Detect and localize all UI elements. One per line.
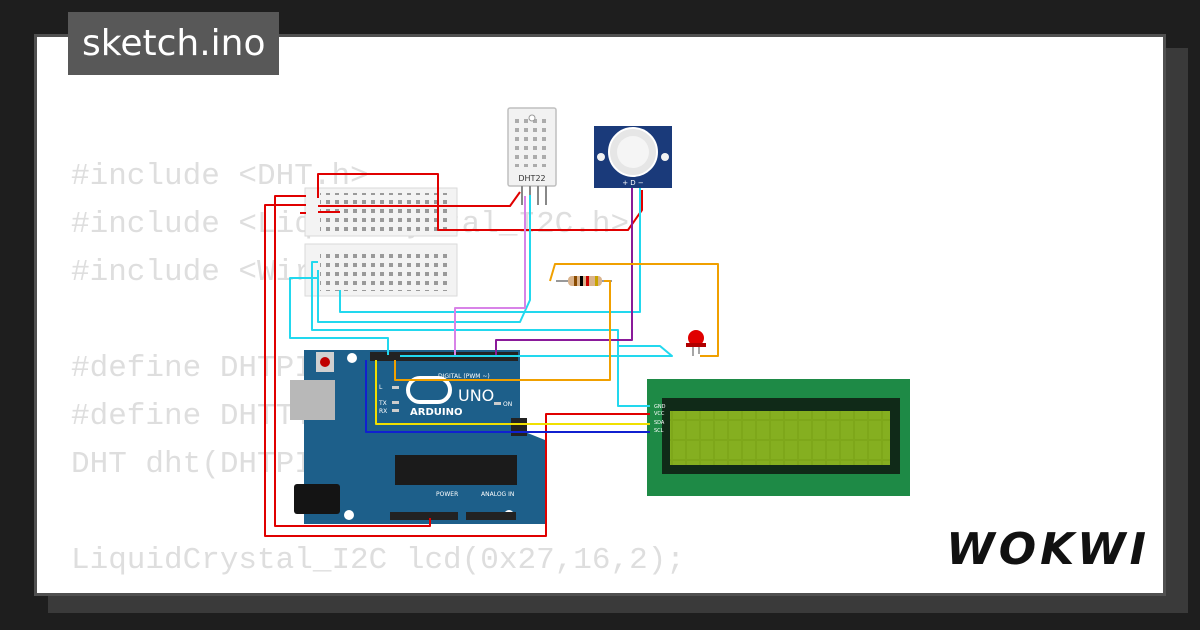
wire-cyan[interactable] [339,188,641,313]
arduino-model: UNO [458,386,494,405]
wire-red[interactable] [264,204,650,537]
wire-red[interactable] [274,195,431,527]
red-led[interactable] [686,330,706,356]
pir-motion-sensor[interactable]: + D − [594,126,672,188]
dht22-sensor[interactable]: DHT22 [507,107,557,205]
wire-yellow[interactable] [375,360,650,425]
lcd-display[interactable]: GND VCC SDA SCL [647,379,910,496]
lcd-pin-scl: SCL [654,428,664,434]
dht22-label: DHT22 [518,174,545,183]
wire-cyan[interactable] [317,195,531,323]
lcd-pin-sda: SDA [654,420,665,426]
code-line: LiquidCrystal_I2C lcd(0x27,16,2); [71,543,685,578]
wire-pink[interactable] [454,196,526,355]
arduino-logo-text: ARDUINO [410,407,462,418]
led-on-label: ON [503,401,512,408]
led-rx-label: RX [379,408,387,415]
lcd-pin-vcc: VCC [654,411,665,417]
wire-cyan[interactable] [311,261,673,357]
resistor[interactable] [556,276,612,286]
breadboard-bottom[interactable] [304,243,458,297]
led-l-label: L [379,384,383,391]
analog-pins-label: ANALOG IN [481,491,514,498]
arduino-uno-board[interactable]: ARDUINO UNO DIGITAL (PWM ~) POWER ANALOG… [290,350,545,524]
power-pins-label: POWER [436,491,458,498]
wire-red[interactable] [318,191,521,207]
digital-pins-label: DIGITAL (PWM ~) [438,373,490,380]
wire-blue[interactable] [365,360,650,433]
wokwi-logo: WOKWI [946,524,1150,575]
wire-orange[interactable] [394,280,611,381]
wire-cyan[interactable] [617,346,650,407]
file-tab-title[interactable]: sketch.ino [68,12,280,75]
wires [264,173,719,537]
lcd-pin-gnd: GND [654,404,666,410]
wire-orange[interactable] [549,263,719,357]
pir-pin-labels: + D − [622,179,644,187]
led-tx-label: TX [378,400,387,407]
wire-cyan[interactable] [289,277,389,355]
wire-red[interactable] [317,173,643,231]
